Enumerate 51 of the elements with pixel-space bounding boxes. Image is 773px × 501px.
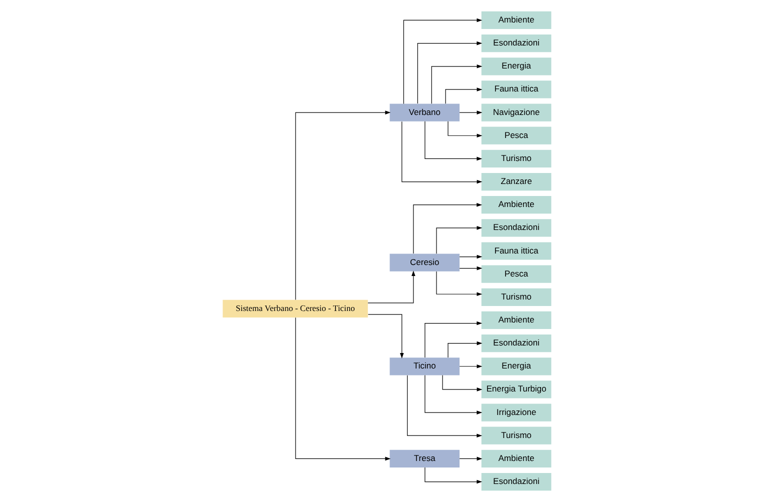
arrow bbox=[458, 364, 482, 368]
node-box: Energia Turbigo bbox=[480, 380, 551, 398]
arrow bbox=[436, 270, 482, 296]
node-box: Energia bbox=[480, 57, 551, 75]
arrow bbox=[402, 18, 482, 104]
node-box: Irrigazione bbox=[480, 403, 551, 421]
node-box: Energia bbox=[480, 357, 551, 375]
node-box: Tresa bbox=[389, 449, 460, 467]
node-box: Ceresio bbox=[389, 253, 460, 271]
arrow bbox=[430, 64, 482, 104]
arrow bbox=[401, 120, 482, 184]
node-box: Ambiente bbox=[480, 10, 551, 29]
arrow bbox=[406, 374, 482, 438]
node-box: Esondazioni bbox=[480, 334, 551, 352]
arrow bbox=[458, 254, 482, 258]
arrow bbox=[412, 202, 482, 254]
node-box: Esondazioni bbox=[480, 472, 551, 490]
node-box: Pesca bbox=[480, 264, 551, 282]
arrow bbox=[442, 374, 482, 391]
arrow bbox=[416, 40, 482, 104]
arrow bbox=[436, 226, 482, 254]
node-box: Esondazioni bbox=[480, 34, 551, 52]
node-box: Turismo bbox=[480, 426, 551, 444]
arrow bbox=[424, 120, 482, 160]
node-box: Ambiente bbox=[480, 449, 551, 467]
arrow bbox=[447, 340, 482, 358]
node-box: Fauna ittica bbox=[480, 242, 551, 260]
node-box: Ambiente bbox=[480, 196, 551, 214]
arrow bbox=[458, 266, 482, 270]
arrow bbox=[367, 270, 415, 303]
arrow bbox=[444, 87, 482, 104]
arrow bbox=[424, 374, 482, 414]
arrow bbox=[424, 320, 482, 358]
node-box: Fauna ittica bbox=[480, 80, 551, 98]
node-box: Pesca bbox=[480, 126, 551, 144]
arrow bbox=[294, 316, 390, 460]
arrow bbox=[294, 110, 390, 300]
node-box: Turismo bbox=[480, 288, 551, 306]
node-box: Esondazioni bbox=[480, 218, 551, 236]
arrow bbox=[447, 120, 482, 138]
node-box: Zanzare bbox=[480, 172, 551, 190]
node-box: Ambiente bbox=[480, 310, 551, 329]
arrow bbox=[458, 456, 482, 460]
node-box: Sistema Verbano - Ceresio - Ticino bbox=[222, 299, 368, 317]
arrow bbox=[367, 314, 404, 358]
arrow bbox=[458, 110, 482, 114]
node-box: Ticino bbox=[389, 357, 460, 375]
node-box: Turismo bbox=[480, 149, 551, 167]
node-box: Verbano bbox=[389, 103, 460, 121]
arrow bbox=[424, 466, 482, 484]
node-box: Navigazione bbox=[480, 103, 551, 121]
